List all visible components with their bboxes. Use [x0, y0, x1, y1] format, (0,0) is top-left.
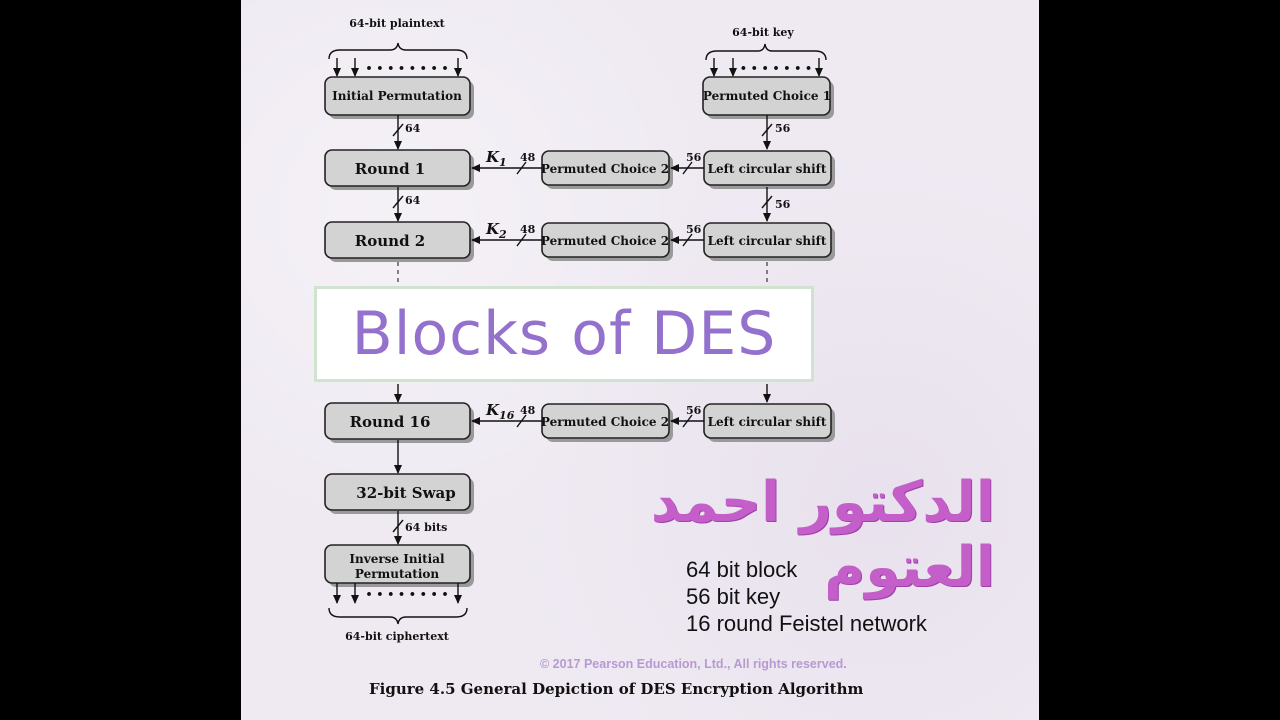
swap-label: 32-bit Swap [356, 484, 455, 502]
permuted-choice-1-label: Permuted Choice 1 [703, 89, 831, 103]
bits-64bits-label: 64 bits [405, 521, 447, 534]
bits-48-label: 48 [520, 151, 536, 164]
plaintext-label: 64-bit plaintext [349, 17, 445, 30]
plaintext-dots: • • • • • • • • [365, 62, 448, 75]
ciphertext-label: 64-bit ciphertext [345, 630, 450, 643]
round-2-label: Round 2 [355, 232, 425, 250]
slide-title: Blocks of DES [351, 299, 777, 369]
bits-64-label: 64 [405, 194, 421, 207]
round-16-box: Round 16 [324, 402, 474, 443]
permuted-choice-2-label: Permuted Choice 2 [541, 234, 669, 248]
title-banner: Blocks of DES [314, 286, 814, 382]
bit-slash [761, 123, 773, 137]
round-1-box: Round 1 [324, 149, 474, 190]
bits-56-label: 56 [686, 404, 702, 417]
left-circular-shift-box: Left circular shift [703, 403, 835, 442]
bits-64-label: 64 [405, 122, 421, 135]
note-rounds: 16 round Feistel network [686, 611, 927, 636]
left-circular-shift-box: Left circular shift [703, 222, 835, 261]
note-block-size: 64 bit block [686, 557, 798, 582]
bit-slash [682, 161, 693, 175]
bit-slash [761, 195, 773, 209]
ciphertext-dots: • • • • • • • • [365, 588, 448, 601]
inverse-ip-line1: Inverse Initial [349, 552, 445, 566]
inverse-ip-line2: Permutation [355, 567, 440, 581]
left-circular-shift-label: Left circular shift [708, 234, 827, 248]
bit-slash [392, 123, 404, 137]
left-circular-shift-label: Left circular shift [708, 162, 827, 176]
note-key-size: 56 bit key [686, 584, 781, 609]
left-circular-shift-label: Left circular shift [708, 415, 827, 429]
round-1-label: Round 1 [355, 160, 425, 178]
subkey-label: K2 [485, 220, 507, 241]
bits-48-label: 48 [520, 223, 536, 236]
bits-56-label: 56 [686, 151, 702, 164]
key-dots: • • • • • • • [740, 62, 812, 75]
bits-56-label: 56 [775, 122, 791, 135]
subkey-label: K16 [485, 401, 515, 422]
swap-box: 32-bit Swap [324, 473, 474, 514]
key-brace [705, 43, 827, 61]
ciphertext-brace [328, 607, 468, 625]
author-name: الدكتور احمد العتوم [650, 470, 995, 600]
subkey-label: K1 [485, 148, 507, 169]
bit-slash [682, 233, 693, 247]
figure-caption: Figure 4.5 General Depiction of DES Encr… [369, 680, 864, 698]
bits-56-label: 56 [686, 223, 702, 236]
des-notes: 64 bit block 56 bit key 16 round Feistel… [686, 556, 927, 637]
permuted-choice-2-label: Permuted Choice 2 [541, 415, 669, 429]
inverse-initial-permutation-box: Inverse Initial Permutation [324, 544, 474, 587]
bit-slash [682, 414, 693, 428]
plaintext-brace [328, 42, 468, 60]
permuted-choice-2-box: Permuted Choice 2 [541, 150, 673, 189]
bits-56-label: 56 [775, 198, 791, 211]
bit-slash [516, 414, 527, 428]
round-2-box: Round 2 [324, 221, 474, 262]
bit-slash [516, 233, 527, 247]
key-label: 64-bit key [732, 26, 794, 39]
copyright-notice: © 2017 Pearson Education, Ltd., All righ… [540, 657, 847, 671]
permuted-choice-2-box: Permuted Choice 2 [541, 222, 673, 261]
permuted-choice-2-box: Permuted Choice 2 [541, 403, 673, 442]
initial-permutation-label: Initial Permutation [332, 89, 462, 103]
bit-slash [516, 161, 527, 175]
permuted-choice-1-box: Permuted Choice 1 [702, 76, 834, 119]
bit-slash [392, 195, 404, 209]
permuted-choice-2-label: Permuted Choice 2 [541, 162, 669, 176]
bits-48-label: 48 [520, 404, 536, 417]
bit-slash [392, 519, 404, 533]
initial-permutation-box: Initial Permutation [324, 76, 474, 119]
left-circular-shift-box: Left circular shift [703, 150, 835, 189]
round-16-label: Round 16 [350, 413, 431, 431]
